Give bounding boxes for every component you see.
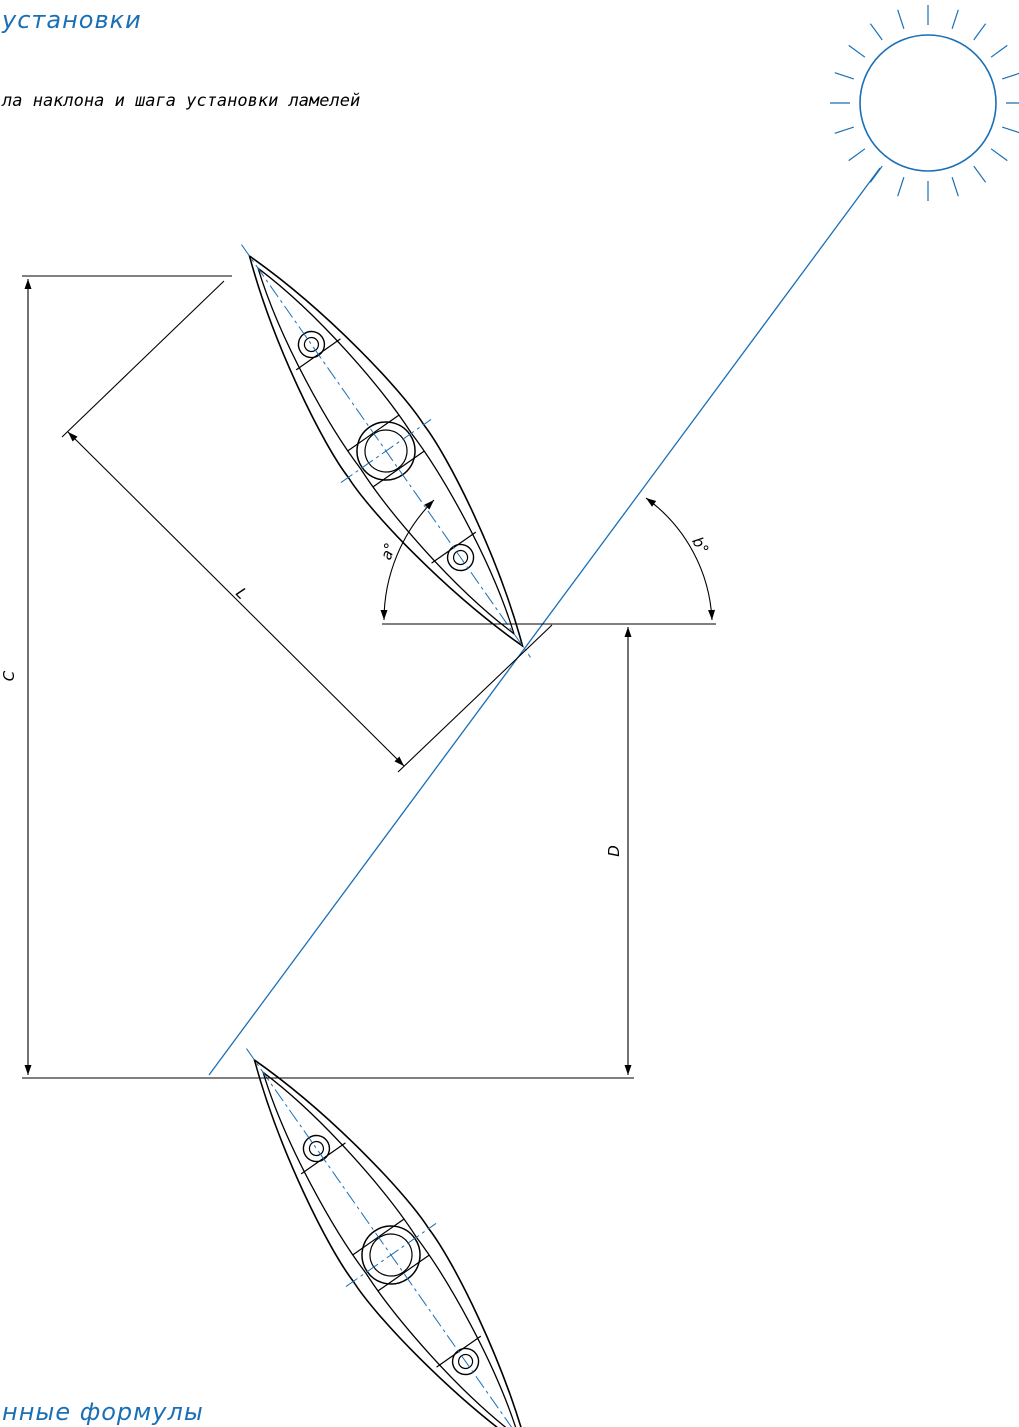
- sun-ray: [897, 9, 905, 29]
- section-heading-bottom: нные формулы: [2, 1398, 204, 1426]
- dimension-l-ext-top: [61, 280, 225, 438]
- dimension-l-ext-bottom: [397, 624, 553, 773]
- sun-ray: [973, 165, 987, 183]
- sun-ray: [990, 148, 1008, 162]
- dimension-l-line: [67, 431, 405, 767]
- sun-ray-line: [208, 167, 881, 1076]
- sun-ray: [834, 126, 854, 134]
- sun-ray: [973, 23, 987, 41]
- sun-ray: [951, 9, 959, 29]
- sun-ray: [990, 44, 1008, 58]
- sun-ray: [897, 177, 905, 197]
- section-heading-top: установки: [1, 6, 142, 34]
- upper-lamella: [195, 212, 577, 690]
- sun-ray: [834, 72, 854, 80]
- sun-ray: [869, 165, 883, 183]
- sun-icon: [830, 5, 1019, 201]
- sun-ray: [951, 177, 959, 197]
- sun-ray: [869, 23, 883, 41]
- angle-b-label: b°: [688, 534, 712, 558]
- sun-ray: [1002, 72, 1019, 80]
- figure-caption: ла наклона и шага установки ламелей: [1, 91, 360, 111]
- angle-a-arc: [380, 499, 435, 621]
- angle-b-arc: [645, 497, 716, 621]
- sun-ray: [848, 148, 866, 162]
- sun-ray: [1002, 126, 1019, 134]
- dimension-d-label: D: [605, 845, 623, 857]
- dimension-c-label: C: [0, 670, 18, 681]
- dimension-l-label: L: [232, 584, 251, 603]
- angle-a-label: a°: [377, 540, 400, 562]
- sun-ray: [848, 44, 866, 58]
